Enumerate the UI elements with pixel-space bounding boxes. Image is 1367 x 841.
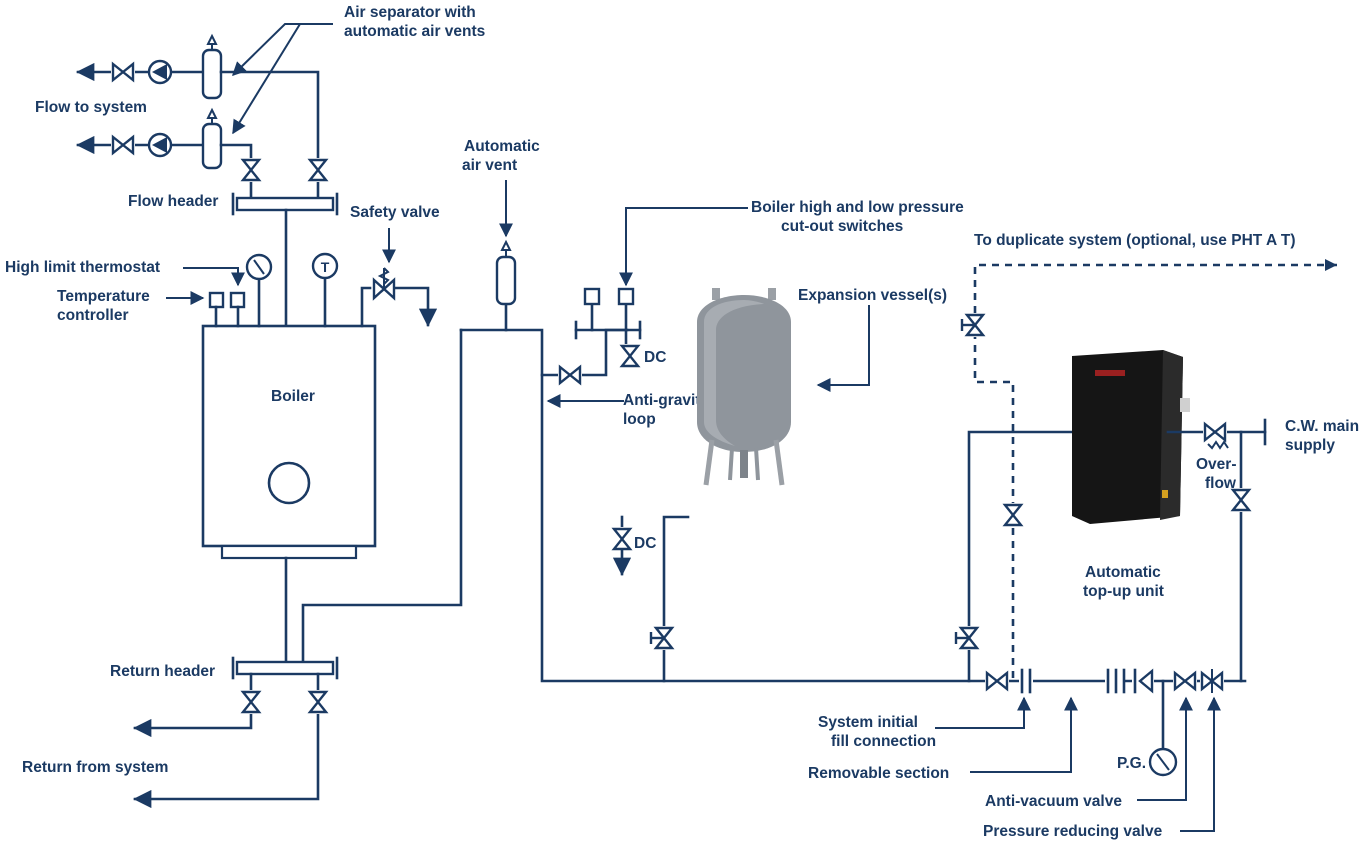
pressure-switches-label: Boiler high and low pressure cut-out swi… (751, 199, 968, 235)
expansion-vessel-label: Expansion vessel(s) (798, 287, 947, 304)
high-limit-thermostat-label: High limit thermostat (5, 259, 160, 276)
isolation-valve-icon (237, 156, 265, 184)
drain-cock-icon (616, 342, 644, 370)
system-piping (459, 180, 1247, 683)
duplicate-system-label: To duplicate system (optional, use PHT A… (974, 232, 1296, 249)
overflow-label: Over- flow (1196, 456, 1241, 492)
top-up-unit-label: Automatic top-up unit (1083, 564, 1165, 600)
air-separator-group (76, 23, 339, 216)
flow-header-label: Flow header (128, 193, 218, 210)
pressure-reducing-valve-label: Pressure reducing valve (983, 823, 1163, 840)
float-valve-icon (1201, 418, 1229, 446)
duplicate-system-line (962, 259, 1337, 681)
fill-line-fittings (935, 667, 1226, 832)
isolation-valve-icon (237, 688, 265, 716)
boiler-label: Boiler (271, 388, 315, 405)
air-separator-icon (201, 33, 223, 100)
return-header-group (133, 328, 463, 809)
drain-cock-label: DC (644, 349, 666, 366)
pressure-gauge-label: P.G. (1117, 755, 1146, 772)
temperature-controller-icon (208, 291, 225, 309)
removable-section-label: Removable section (808, 765, 949, 782)
cw-main-label: C.W. main supply (1285, 418, 1363, 454)
safety-valve-icon (372, 267, 396, 301)
fill-connection-icon (1019, 668, 1033, 694)
pressure-gauge-icon (245, 253, 273, 281)
pressure-reducing-valve-icon (1198, 667, 1226, 695)
check-valve-icon (1132, 668, 1154, 694)
pressure-switch-icon (583, 287, 601, 306)
pump-icon (147, 132, 173, 158)
flow-header-bar (235, 196, 335, 212)
isolation-valve-icon (304, 688, 332, 716)
drain-cock-label: DC (634, 535, 656, 552)
isolation-valve-icon (109, 58, 137, 86)
anti-vacuum-valve-icon (1171, 667, 1199, 695)
anti-gravity-loop-label: Anti-gravity loop (623, 392, 713, 428)
isolation-valve-icon (651, 626, 676, 650)
isolation-valve-icon (109, 131, 137, 159)
isolation-valve-icon (556, 361, 584, 389)
boiler-group: T (166, 208, 438, 560)
pressure-gauge-icon (1148, 747, 1178, 777)
automatic-air-vent-label: Automatic air vent (462, 138, 544, 174)
anti-vacuum-valve-label: Anti-vacuum valve (985, 793, 1122, 810)
expansion-vessel-icon (697, 288, 791, 486)
automatic-air-vent-icon (495, 239, 517, 306)
isolation-valve-icon (983, 667, 1011, 695)
drain-cock-icon (608, 525, 636, 553)
top-up-unit-group (956, 350, 1267, 683)
return-header-bar (235, 660, 335, 676)
initial-fill-label: System initial fill connection (818, 714, 936, 750)
air-separator-icon (201, 107, 223, 170)
removable-section-icon (1105, 668, 1126, 694)
safety-valve-label: Safety valve (350, 204, 440, 221)
isolation-valve-icon (956, 626, 981, 650)
temperature-controller-label: Temperature controller (57, 288, 154, 324)
boiler-port-icon (267, 461, 311, 505)
flow-to-system-label: Flow to system (35, 99, 147, 116)
drain-branch (608, 515, 690, 683)
return-from-system-label: Return from system (22, 759, 168, 776)
thermostat-icon (229, 291, 246, 309)
air-separator-label: Air separator with automatic air vents (344, 4, 485, 40)
thermometer-icon: T (311, 252, 339, 280)
isolation-valve-icon (962, 313, 987, 337)
return-header-label: Return header (110, 663, 215, 680)
isolation-valve-icon (999, 501, 1027, 529)
isolation-valve-icon (304, 156, 332, 184)
pressure-switch-icon (617, 287, 635, 306)
pump-icon (147, 59, 173, 85)
svg-text:T: T (321, 259, 330, 275)
boiler-body (201, 324, 377, 548)
